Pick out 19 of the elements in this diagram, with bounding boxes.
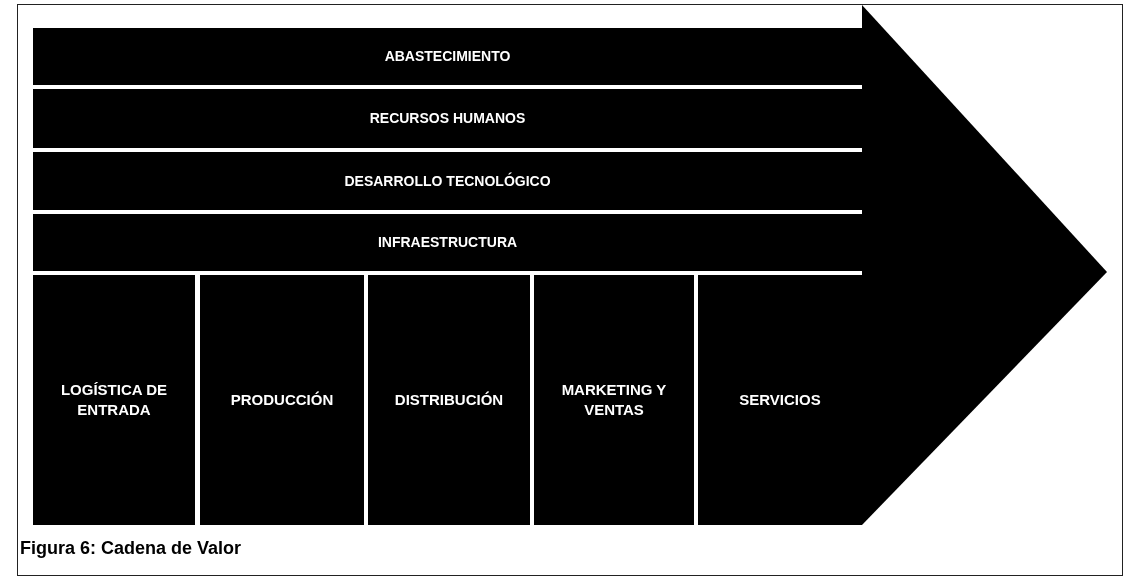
activity-label: INFRAESTRUCTURA (377, 233, 518, 252)
support-activity-band (33, 214, 862, 271)
activity-label: DISTRIBUCIÓN (394, 389, 504, 410)
activity-label: DESARROLLO TECNOLÓGICO (344, 171, 551, 191)
primary-activity-box (534, 275, 694, 525)
support-activity-band (33, 152, 862, 210)
primary-activity-box (33, 275, 195, 525)
figure-caption: Figura 6: Cadena de Valor (20, 538, 242, 559)
support-activity-band (33, 28, 862, 85)
activity-label: ABASTECIMIENTO (384, 47, 511, 66)
activity-label: LOGÍSTICA DE ENTRADA (59, 379, 169, 420)
activity-label: SERVICIOS (739, 389, 821, 410)
primary-activity-box (368, 275, 530, 525)
activity-label: PRODUCCIÓN (230, 389, 334, 410)
support-activity-band (33, 89, 862, 148)
activity-label: MARKETING Y VENTAS (560, 379, 668, 420)
primary-activity-box (698, 275, 862, 525)
activity-label: RECURSOS HUMANOS (369, 109, 526, 128)
primary-activity-box (200, 275, 364, 525)
